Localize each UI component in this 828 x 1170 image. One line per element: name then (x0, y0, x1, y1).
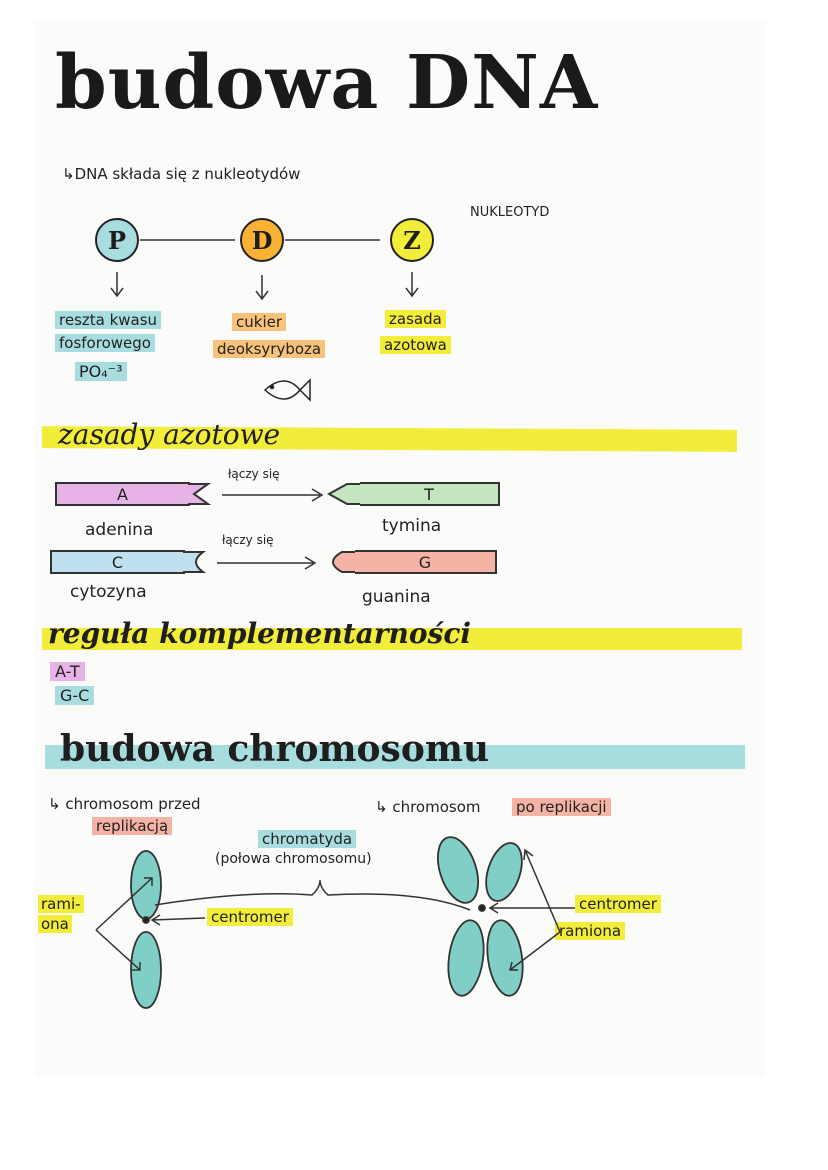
down-arrows (110, 272, 419, 301)
before-label-1: ↳ chromosom przed (48, 795, 201, 813)
sugar-desc-2: deoksyryboza (213, 340, 326, 358)
chromosome-heading: budowa chromosomu (60, 728, 490, 770)
cytosine-block: C (50, 550, 185, 574)
deoxyribose-symbol: D (251, 225, 273, 255)
arms-left-label-2: ona (38, 915, 72, 933)
base-desc-1: zasada (385, 310, 446, 328)
join-label-2: łączy się (222, 533, 274, 547)
arms-left-label-1: rami- (38, 895, 84, 913)
thymine-block: T (360, 482, 500, 506)
chromatid-label: chromatyda (258, 830, 357, 848)
arms-right-label: ramiona (555, 922, 626, 940)
join-arrow-1 (222, 488, 324, 502)
fish-icon (263, 378, 311, 402)
before-label-2: replikacją (92, 817, 173, 835)
after-label-1: ↳ chromosom (375, 798, 481, 816)
heading-highlight-complementarity (42, 628, 742, 650)
page-title: budowa DNA (55, 40, 599, 126)
chromosome-before (130, 850, 162, 1009)
rule-g-c: G-C (55, 686, 95, 705)
guanine-name: guanina (362, 587, 431, 607)
adenine-name: adenina (85, 520, 154, 540)
cytosine-notch (183, 551, 207, 573)
adenine-letter: A (117, 484, 128, 504)
centromere-right-label: centromer (575, 895, 661, 913)
chromatid-brace (154, 879, 471, 911)
thymine-letter: T (424, 484, 434, 504)
adenine-block: A (55, 482, 190, 506)
chromosome-after (437, 836, 524, 997)
chromosome-diagram (95, 836, 575, 1009)
cytosine-name: cytozyna (70, 582, 147, 602)
chromatid-sublabel: (połowa chromosomu) (215, 851, 372, 867)
adenine-notch (188, 483, 212, 505)
arm-arrows-left (95, 877, 153, 971)
phosphate-formula: PO₄⁻³ (75, 362, 127, 381)
centromere-arrow-left (150, 914, 206, 926)
after-label-2: po replikacji (512, 798, 611, 816)
base-circle: Z (390, 218, 434, 262)
join-arrow-2 (217, 556, 317, 570)
phosphate-desc-1: reszta kwasu (55, 311, 162, 329)
thymine-point (326, 483, 363, 505)
complementarity-heading: reguła komplementarności (48, 617, 472, 650)
guanine-letter: G (418, 552, 432, 572)
guanine-point (332, 551, 358, 573)
phosphate-circle: P (95, 218, 139, 262)
guanine-block: G (355, 550, 497, 574)
base-desc-2: azotowa (380, 336, 451, 354)
heading-highlight-chromosome (45, 745, 745, 769)
phosphate-symbol: P (107, 225, 127, 255)
bases-heading: zasady azotowe (58, 418, 281, 451)
phosphate-desc-2: fosforowego (55, 334, 155, 352)
rule-a-t: A-T (50, 662, 85, 681)
arm-arrows-right (488, 848, 575, 971)
thymine-name: tymina (382, 516, 442, 536)
nucleotide-label: NUKLEOTYD (470, 205, 550, 220)
base-symbol: Z (403, 225, 421, 255)
deoxyribose-circle: D (240, 218, 284, 262)
cytosine-letter: C (111, 552, 124, 572)
sugar-desc-1: cukier (232, 313, 287, 331)
join-label-1: łączy się (228, 467, 280, 481)
intro-text: ↳DNA składa się z nukleotydów (62, 165, 301, 183)
nucleotide-diagram (110, 239, 419, 402)
centromere-left-label: centromer (207, 908, 293, 926)
